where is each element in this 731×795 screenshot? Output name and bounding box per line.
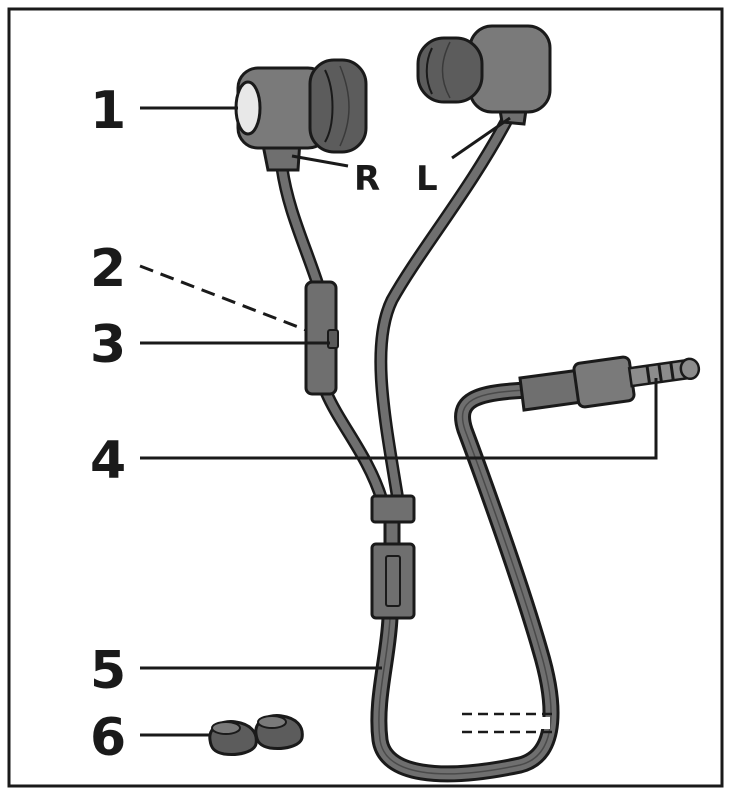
cable-splitter	[370, 494, 416, 524]
spare-ear-tips	[208, 714, 304, 756]
right-earbud	[234, 58, 368, 172]
callout-1: 1	[90, 81, 126, 141]
label-right: R	[354, 159, 380, 199]
callout-5: 5	[90, 641, 126, 701]
callout-6: 6	[90, 708, 126, 768]
leader-r	[291, 154, 349, 168]
callout-2: 2	[90, 239, 126, 299]
leader-4	[140, 378, 658, 460]
microphone-remote	[304, 280, 339, 396]
label-left: L	[416, 159, 438, 199]
shirt-clip	[370, 542, 416, 620]
audio-jack	[518, 355, 701, 412]
cable-assembly	[275, 111, 560, 783]
callout-4: 4	[90, 431, 126, 491]
leader-lines	[139, 106, 658, 737]
leader-l	[451, 116, 511, 160]
leader-2	[139, 264, 307, 332]
callout-3: 3	[90, 315, 126, 375]
remote-button	[327, 329, 339, 349]
left-earbud	[416, 24, 552, 126]
earbud-end-cap	[234, 80, 262, 136]
